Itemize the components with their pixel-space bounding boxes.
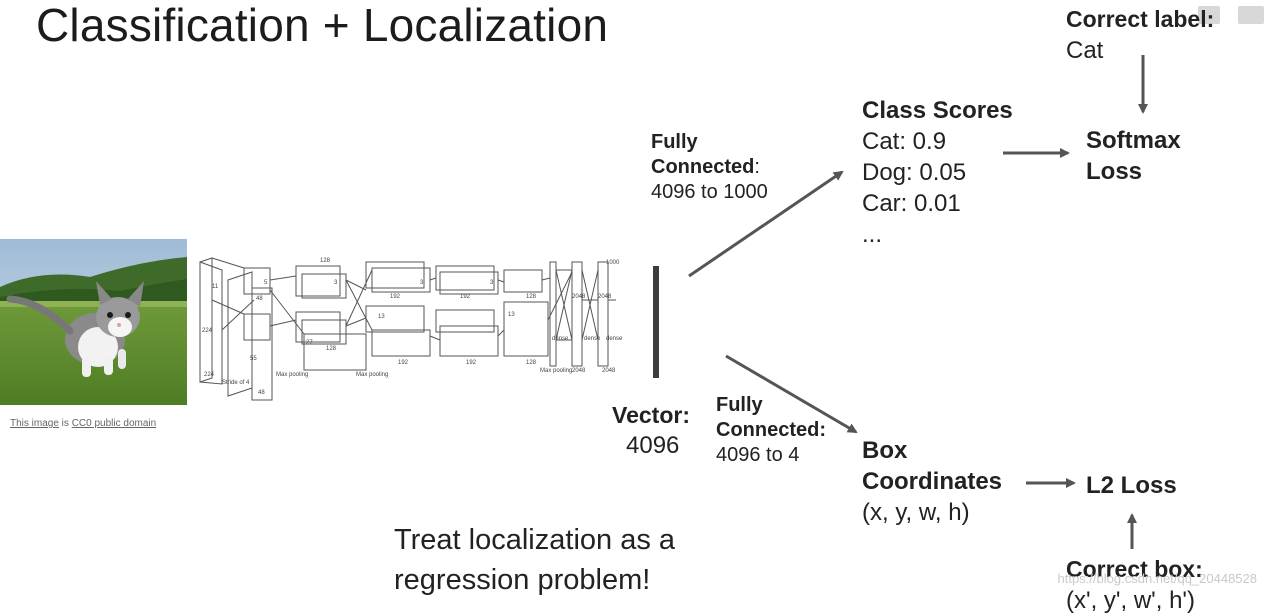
menu-icon[interactable] (1238, 6, 1264, 24)
correct-label-value: Cat (1066, 37, 1104, 64)
dense-col-1 (549, 261, 557, 367)
conv3-bottom (365, 305, 425, 333)
arrow-to-class-scores (688, 170, 844, 278)
conv4-top (435, 265, 495, 291)
softmax-line2: Loss (1086, 158, 1143, 185)
box-coords-line2: Coordinates (862, 468, 1003, 495)
cnn-label: 2048 (602, 368, 616, 374)
cnn-label: dense (552, 336, 569, 342)
cnn-label: 128 (526, 294, 537, 300)
cnn-label: 3 (420, 280, 424, 286)
fc-bottom-block: Fully Connected: 4096 to 4 (716, 393, 826, 468)
fc-bottom-line1: Fully (716, 394, 763, 416)
fc-top-block: Fully Connected: 4096 to 1000 (651, 130, 768, 205)
conv1-block (227, 271, 253, 397)
conv1-top (243, 267, 271, 295)
cnn-label: 192 (466, 360, 477, 366)
fc-bottom-line3: 4096 to 4 (716, 444, 800, 466)
l2-loss-label: L2 Loss (1086, 472, 1177, 499)
conv5-bottom (503, 301, 549, 357)
credit-text: is (58, 418, 72, 429)
class-score-item: ... (862, 221, 883, 248)
cnn-label: 13 (508, 312, 515, 318)
cnn-label: 224 (202, 328, 213, 334)
class-score-item: Cat: 0.9 (862, 128, 947, 155)
softmax-line1: Softmax (1086, 127, 1181, 154)
cnn-label: 128 (526, 360, 537, 366)
conv2-bottom (295, 311, 341, 343)
dense-col-2 (571, 261, 583, 367)
conv4-bottom (435, 309, 495, 333)
cnn-label: 27 (306, 340, 313, 346)
cnn-label: 192 (390, 294, 401, 300)
conv3-top (365, 261, 425, 289)
credit-link-license[interactable]: CC0 public domain (71, 418, 157, 429)
cnn-label: 2048 (572, 294, 586, 300)
class-score-item: Dog: 0.05 (862, 159, 967, 186)
watermark: https://blog.csdn.net/qq_20448528 (1057, 571, 1258, 586)
dense-col-3 (597, 261, 609, 367)
fc-top-line3: 4096 to 1000 (651, 181, 768, 203)
correct-box-value: (x', y', w', h') (1066, 587, 1195, 614)
box-coordinates-block: Box Coordinates (x, y, w, h) (862, 435, 1002, 528)
cnn-label: Max pooling (356, 372, 388, 378)
cnn-label: 48 (256, 296, 263, 302)
conv1-bottom (243, 313, 271, 341)
cnn-label: 11 (212, 284, 219, 290)
cnn-label: 192 (398, 360, 409, 366)
cnn-label: 128 (326, 346, 337, 352)
box-coords-line1: Box (862, 437, 908, 464)
cnn-label: 1000 (606, 260, 620, 266)
conv2-slab (303, 333, 367, 371)
class-score-item: Car: 0.01 (862, 190, 961, 217)
vector-label: Vector: (612, 402, 690, 428)
cnn-label: dense (606, 336, 623, 342)
image-credit: This image is CC0 public domain (10, 418, 156, 429)
arrow-to-box-coordinates (725, 354, 858, 434)
cnn-label: 48 (258, 390, 265, 396)
cnn-label: 192 (460, 294, 471, 300)
cnn-label: 3 (490, 280, 494, 286)
fc-bottom-line2: Connected: (716, 419, 826, 441)
fc-top-line2: Connected (651, 156, 755, 178)
class-scores-block: Class Scores Cat: 0.9 Dog: 0.05 Car: 0.0… (862, 95, 1013, 250)
regression-note: Treat localization as a regression probl… (394, 520, 754, 600)
cnn-label: 224 (204, 372, 215, 378)
conv1-slab (251, 287, 273, 401)
credit-link-image[interactable]: This image (10, 418, 59, 429)
cnn-label: dense (584, 336, 601, 342)
cnn-label: 5 (264, 280, 268, 286)
conv5-top (503, 269, 543, 293)
cnn-label: Max pooling (540, 368, 572, 374)
correct-label-block: Correct label: Cat (1066, 4, 1214, 66)
feature-vector-bar (653, 266, 659, 378)
cnn-label: 128 (320, 258, 331, 264)
cnn-label: 13 (378, 314, 385, 320)
box-coords-line3: (x, y, w, h) (862, 499, 970, 526)
softmax-loss-block: Softmax Loss (1086, 125, 1181, 187)
input-layer (199, 257, 213, 383)
regression-note-line2: regression problem! (394, 564, 651, 596)
cnn-architecture-diagram: 48 128 192 192 128 2048 2048 48 128 192 … (199, 55, 1148, 549)
conv2-top (295, 265, 341, 297)
cnn-label: Max pooling (276, 372, 308, 378)
window-icon[interactable] (1198, 6, 1220, 24)
class-scores-heading: Class Scores (862, 97, 1013, 124)
cnn-label: 2048 (572, 368, 586, 374)
cnn-label: 55 (250, 356, 257, 362)
cat-photo (0, 239, 187, 405)
vector-value: 4096 (626, 432, 680, 459)
fc-top-colon: : (754, 156, 760, 178)
slide-title: Classification + Localization (36, 0, 609, 51)
cnn-label: 2048 (598, 294, 612, 300)
cnn-label: Stride of 4 (222, 380, 250, 386)
correct-box-heading: Correct box: (1066, 556, 1203, 582)
correct-label-heading: Correct label: (1066, 6, 1215, 32)
fc-top-line1: Fully (651, 131, 698, 153)
regression-note-line1: Treat localization as a (394, 524, 676, 556)
cnn-label: 3 (334, 280, 338, 286)
